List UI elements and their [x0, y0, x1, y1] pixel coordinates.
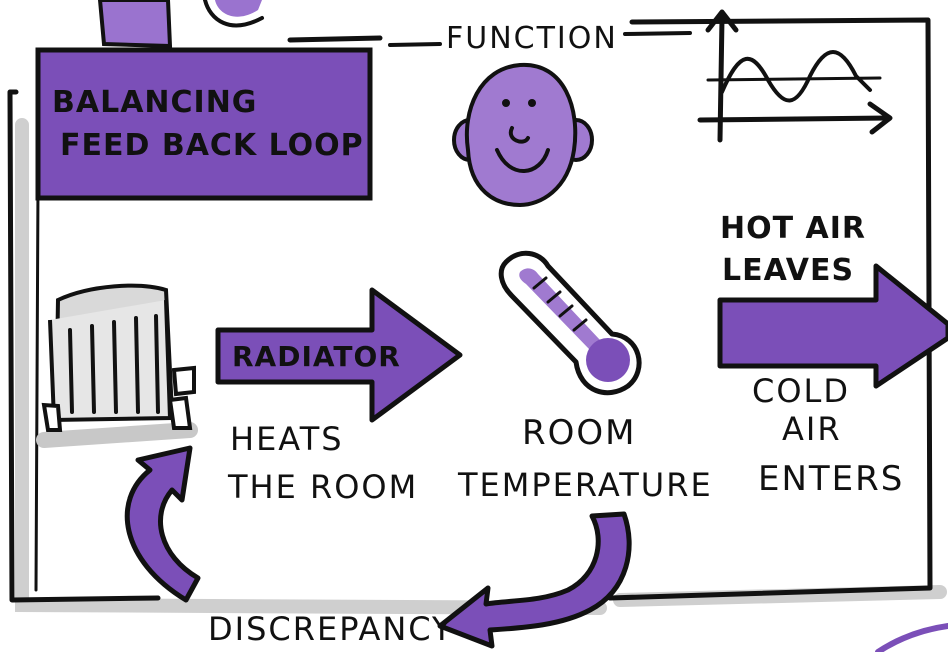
oscillation-graph-icon	[697, 9, 893, 143]
title-line-1: BALANCING	[52, 85, 257, 120]
function-label: FUNCTION	[446, 21, 618, 56]
thermometer-icon	[498, 250, 642, 396]
discrepancy-to-radiator-arrow	[124, 445, 201, 603]
discrepancy-label: DISCREPANCY	[208, 610, 454, 648]
figure-arm	[203, 0, 264, 28]
room-line-2: TEMPERATURE	[457, 466, 713, 504]
heats-line-2: THE ROOM	[227, 468, 418, 506]
hot-air-line-2: LEAVES	[722, 253, 854, 288]
corner-arc	[875, 623, 948, 652]
cold-line-3: ENTERS	[758, 459, 904, 499]
cold-line-1: COLD	[752, 372, 850, 410]
frame-top-line-right	[623, 31, 692, 36]
title-banner	[35, 47, 373, 201]
frame-shadow	[15, 118, 947, 615]
figure-fragment	[97, 0, 173, 49]
hot-air-arrow	[717, 263, 948, 389]
cold-line-2: AIR	[782, 410, 842, 448]
radiator-arrow	[215, 287, 463, 423]
frame-top-line-left	[388, 42, 442, 47]
frame-border	[7, 17, 933, 603]
radiator-label: RADIATOR	[232, 340, 401, 373]
hot-air-line-1: HOT AIR	[720, 211, 866, 246]
figure-arm-fill	[215, 0, 262, 17]
heats-line-1: HEATS	[230, 420, 344, 458]
face-icon	[452, 62, 594, 208]
title-line-2: FEED BACK LOOP	[60, 128, 364, 163]
room-line-1: ROOM	[522, 413, 636, 453]
room-to-discrepancy-arrow	[437, 511, 632, 649]
radiator-icon	[36, 283, 198, 448]
frame-left-inner	[34, 183, 40, 592]
